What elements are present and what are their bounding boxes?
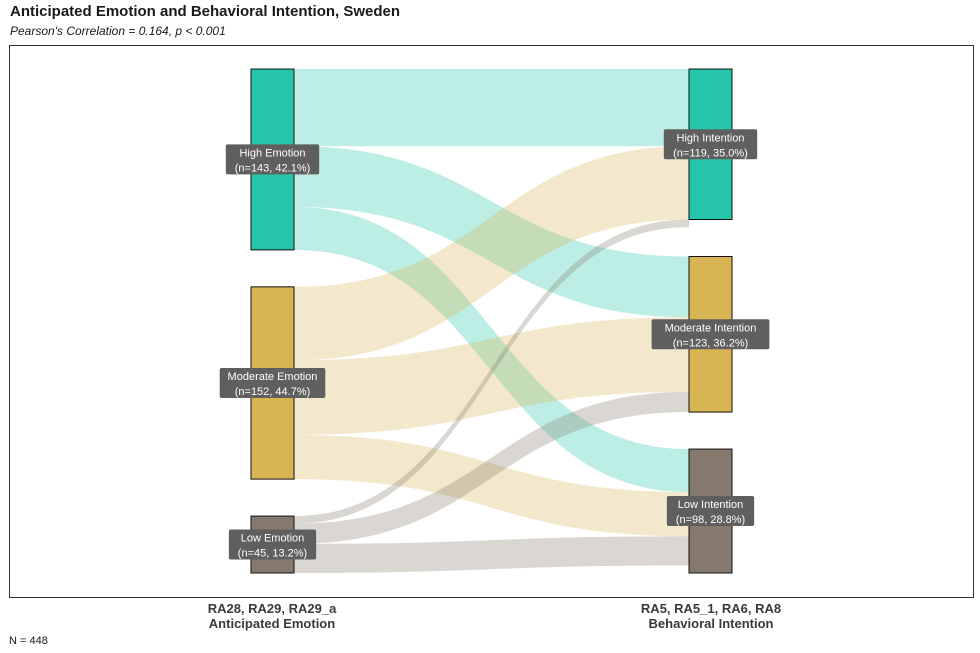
plot-frame <box>9 45 974 598</box>
left-node-count-high: (n=143, 42.1%) <box>235 162 311 174</box>
left-node-label-box-moderate <box>219 367 326 398</box>
sample-size-note: N = 448 <box>9 635 48 647</box>
right-node-count-high: (n=119, 35.0%) <box>673 147 748 159</box>
right-axis-vars: RA5, RA5_1, RA6, RA8 <box>641 601 781 616</box>
right-node-count-moderate: (n=123, 36.2%) <box>673 337 749 349</box>
right-node-name-moderate: Moderate Intention <box>665 322 757 334</box>
left-node-count-moderate: (n=152, 44.7%) <box>235 386 311 398</box>
flow-low-to-low <box>294 536 689 573</box>
left-node-label-box-low <box>228 529 317 560</box>
flow-moderate-to-moderate <box>294 317 689 435</box>
right-node-label-box-low <box>666 496 755 527</box>
right-node-name-low: Low Intention <box>678 499 743 511</box>
left-axis-vars: RA28, RA29, RA29_a <box>208 601 337 616</box>
left-node-count-low: (n=45, 13.2%) <box>238 548 307 560</box>
node-label-group: High Emotion (n=143, 42.1%) Moderate Emoti… <box>219 129 770 560</box>
right-axis-name: Behavioral Intention <box>649 616 774 631</box>
right-node-name-high: High Intention <box>677 132 745 144</box>
chart-title: Anticipated Emotion and Behavioral Inten… <box>10 3 401 20</box>
left-node-name-moderate: Moderate Emotion <box>228 371 318 383</box>
flow-low-to-moderate <box>294 391 689 544</box>
right-node-label-box-moderate <box>651 319 770 350</box>
flow-low-to-high <box>294 219 689 524</box>
right-node-count-low: (n=98, 28.8%) <box>676 514 745 526</box>
flow-high-to-high <box>294 69 689 147</box>
chart-subtitle: Pearson's Correlation = 0.164, p < 0.001 <box>10 24 226 38</box>
flow-high-to-low <box>294 206 689 493</box>
right-node-label-box-high <box>663 129 758 160</box>
flow-high-to-moderate <box>294 146 689 318</box>
left-node-name-low: Low Emotion <box>241 533 305 545</box>
flow-moderate-to-low <box>294 434 689 537</box>
flow-group <box>294 69 689 573</box>
left-axis-name: Anticipated Emotion <box>209 616 335 631</box>
left-node-label-box-high <box>225 144 320 175</box>
flow-moderate-to-high <box>294 146 689 361</box>
left-node-name-high: High Emotion <box>239 147 305 159</box>
